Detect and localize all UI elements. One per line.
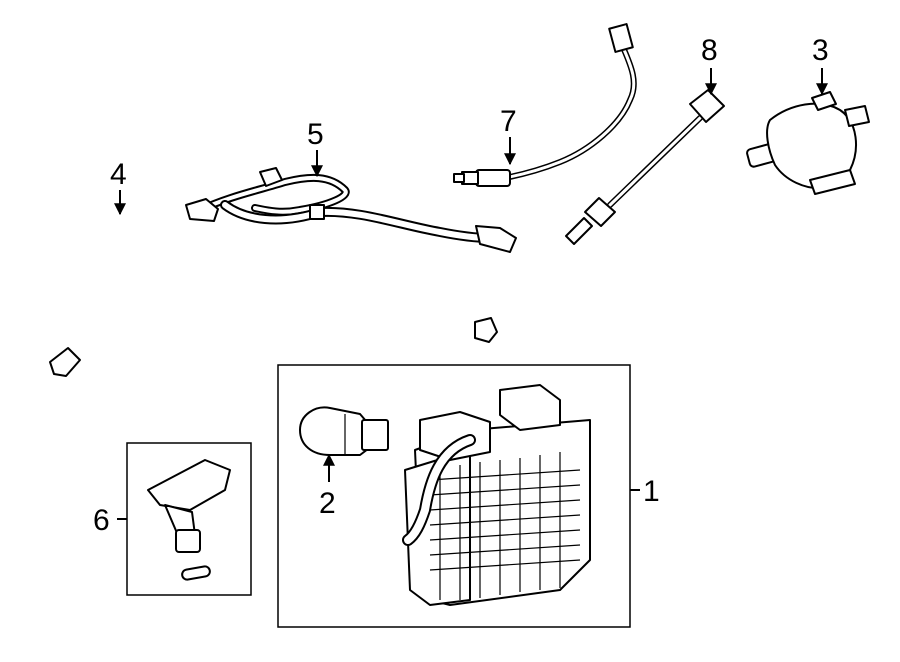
callout-8: 8 xyxy=(701,34,718,67)
callout-5: 5 xyxy=(307,118,324,151)
pressure-sensor-part xyxy=(147,459,231,581)
callout-6: 6 xyxy=(93,504,110,537)
oxygen-sensor-upstream-part xyxy=(453,23,637,187)
callout-1: 1 xyxy=(643,475,660,508)
hose-assembly-part xyxy=(185,167,517,253)
callout-2: 2 xyxy=(319,487,336,520)
callout-3: 3 xyxy=(812,34,829,67)
evap-canister-part xyxy=(402,384,591,606)
callout-7: 7 xyxy=(500,105,517,138)
oxygen-sensor-downstream-part xyxy=(565,89,725,245)
vent-sensor-part xyxy=(299,406,389,456)
vapor-tube-part xyxy=(47,225,498,377)
canister-frame xyxy=(277,364,631,628)
purge-valve-part xyxy=(746,91,870,195)
callout-4: 4 xyxy=(110,158,127,191)
